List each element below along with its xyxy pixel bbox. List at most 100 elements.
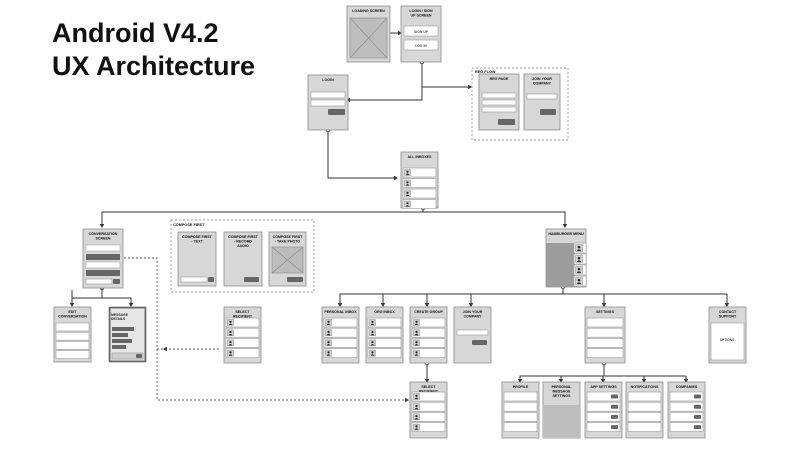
list-row	[586, 317, 624, 328]
avatar-body-icon	[405, 205, 410, 207]
avatar-head-icon	[229, 330, 232, 334]
avatar-body-icon	[326, 333, 331, 336]
list-row	[55, 350, 90, 359]
list-row	[55, 341, 90, 350]
arrow-head-icon	[398, 30, 402, 36]
list-row	[411, 338, 446, 348]
list-row	[411, 401, 446, 412]
arrow-head-icon	[394, 175, 398, 181]
screen-hamburger: HAMBURGER MENU	[545, 228, 587, 288]
screen-settings: SETTINGS	[584, 306, 626, 364]
avatar-head-icon	[415, 351, 418, 354]
avatar-body-icon	[228, 354, 233, 356]
avatar-head-icon	[577, 278, 581, 282]
sign-up-label: SIGN UP	[414, 30, 429, 34]
take-photo-button	[287, 277, 303, 282]
arrow-head-icon	[683, 379, 689, 383]
avatar-head-icon	[327, 341, 330, 344]
avatar-body-icon	[414, 354, 419, 356]
screen-title-profile: PROFILE	[513, 385, 529, 389]
list-row	[669, 412, 704, 422]
screen-notifications: NOTIFICATIONS	[625, 381, 664, 439]
list-row	[411, 391, 446, 402]
avatar-head-icon	[371, 351, 374, 354]
list-row	[402, 178, 437, 188]
list-row	[402, 199, 437, 209]
compose-first-group	[170, 219, 315, 293]
page-title-line2: UX Architecture	[52, 51, 256, 81]
compose-first-label: COMPOSE FIRST	[173, 223, 205, 227]
reg-field	[481, 99, 517, 106]
avatar-body-icon	[414, 397, 419, 400]
screen-org-inbox: ORG INBOX	[365, 306, 404, 364]
message-bubble-dark	[86, 270, 120, 276]
company-field	[456, 329, 489, 336]
screen-compose-photo: COMPOSE FIRST- TAKE PHOTO	[268, 231, 307, 287]
list-row	[367, 348, 402, 358]
list-row	[411, 327, 446, 338]
arrow-head-icon	[405, 397, 409, 403]
arrow-head-icon	[424, 379, 430, 383]
list-row	[225, 317, 260, 328]
list-row	[503, 422, 538, 432]
support-options-label: OPTIONS	[720, 338, 734, 342]
avatar-body-icon	[405, 173, 410, 176]
list-row	[411, 348, 446, 358]
arrow-head-icon	[468, 84, 472, 90]
avatar-head-icon	[577, 256, 581, 260]
avatar-head-icon	[415, 404, 418, 408]
message-bubble	[85, 261, 121, 269]
compose-input	[85, 278, 113, 285]
screen-all-inboxes: ALL INBOXES	[400, 151, 439, 209]
message-line	[112, 327, 134, 331]
avatar-head-icon	[415, 320, 418, 323]
login-signup-to-login-connector	[348, 62, 423, 101]
avatar-body-icon	[405, 184, 410, 186]
avatar-body-icon	[414, 323, 419, 326]
log-in-label: LOG IN	[415, 44, 427, 48]
toggle-icon	[611, 394, 618, 399]
avatar-body-icon	[405, 194, 410, 197]
avatar-body-icon	[228, 333, 233, 336]
list-row	[586, 338, 624, 348]
list-row	[55, 331, 90, 341]
log-in-button[interactable]	[403, 39, 439, 51]
support-options-panel	[710, 322, 745, 361]
screen-title-settings: SETTINGS	[596, 310, 615, 314]
message-bubble	[85, 244, 121, 252]
inbox-branch-connector	[101, 208, 566, 227]
avatar-body-icon	[414, 333, 419, 336]
arrow-head-icon	[128, 303, 134, 307]
avatar-head-icon	[577, 245, 581, 249]
screen-title-compose-photo: COMPOSE FIRST- TAKE PHOTO	[273, 235, 304, 243]
arrow-head-icon	[424, 303, 430, 307]
join-button	[540, 109, 556, 115]
screen-title-org-inbox: ORG INBOX	[374, 310, 395, 314]
list-row	[367, 317, 402, 328]
list-row	[586, 348, 624, 358]
list-row	[367, 338, 402, 348]
list-row	[669, 401, 704, 412]
list-row	[586, 422, 621, 432]
list-row	[323, 338, 358, 348]
toggle-icon	[611, 414, 618, 419]
list-row	[225, 327, 260, 338]
screen-reg-page: REG PAGE	[478, 73, 520, 131]
avatar-body-icon	[414, 344, 419, 346]
arrow-head-icon	[99, 224, 105, 228]
arrow-head-icon	[600, 379, 606, 383]
arrow-head-icon	[163, 346, 167, 352]
arrow-head-icon	[517, 379, 523, 383]
sign-up-button[interactable]	[403, 25, 439, 37]
list-row	[367, 327, 402, 338]
